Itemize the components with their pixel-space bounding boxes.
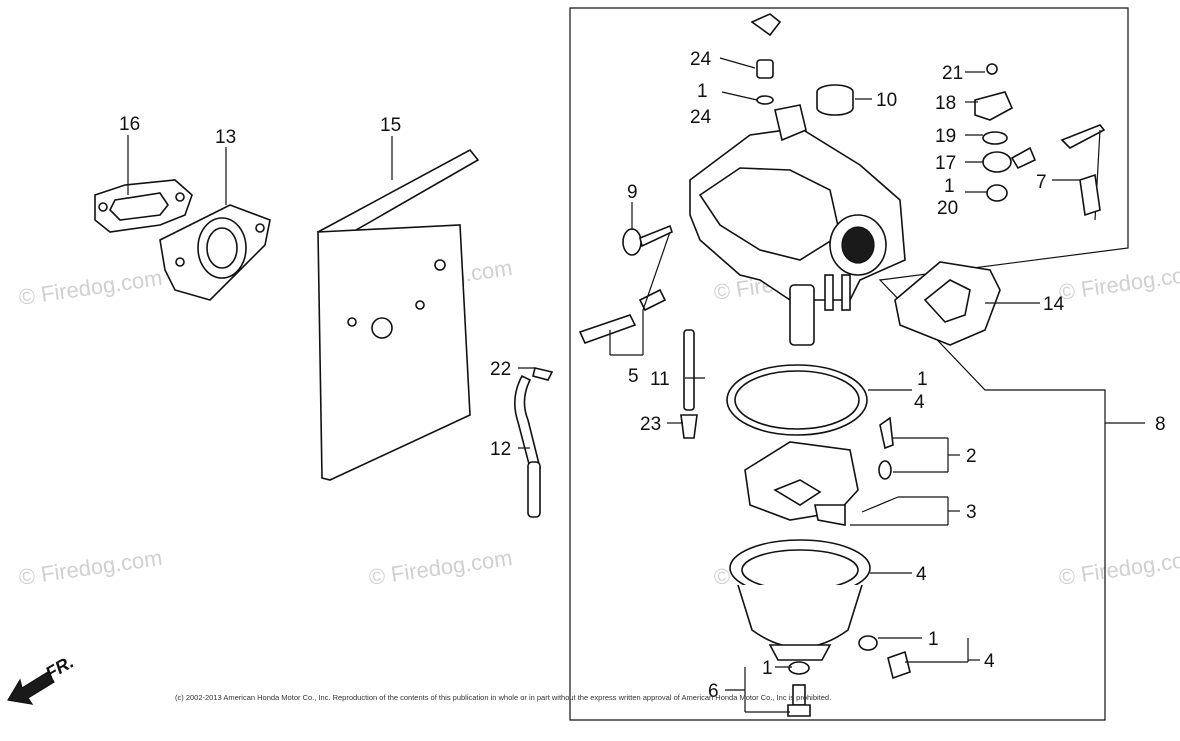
part-3-pin xyxy=(861,496,899,513)
watermark: © Firedog.com xyxy=(17,265,164,310)
watermarks: © Firedog.com © Firedog.com © Firedog.co… xyxy=(17,255,1180,590)
part-5-screw-spring xyxy=(578,288,667,345)
part-14-gasket xyxy=(894,261,1001,346)
callout-4-bowl: 4 xyxy=(916,564,927,585)
callout-14: 14 xyxy=(1043,294,1065,315)
callout-11: 11 xyxy=(650,369,670,390)
callout-1-oring: 1 xyxy=(917,369,928,390)
part-2-needle-valve xyxy=(878,416,894,480)
part-18-plate xyxy=(974,63,1037,202)
front-direction-indicator: FR. xyxy=(7,652,77,705)
callout-24-top: 24 xyxy=(690,49,712,70)
watermark: © Firedog.com xyxy=(367,545,514,590)
callout-1-right: 1 xyxy=(944,176,955,197)
callout-1-bolt: 1 xyxy=(928,629,939,650)
part-12-tube xyxy=(514,367,554,518)
callout-23: 23 xyxy=(640,414,661,435)
callout-1-top: 1 xyxy=(697,81,708,102)
part-10-cap xyxy=(816,84,854,116)
callout-13: 13 xyxy=(215,127,236,148)
assembly-boundary xyxy=(569,7,1129,721)
part-13-insulator xyxy=(159,204,271,301)
part-15-plate xyxy=(316,148,480,481)
callout-2: 2 xyxy=(966,446,977,467)
callout-18: 18 xyxy=(935,93,956,114)
callout-1-bottom: 1 xyxy=(762,658,773,679)
callout-22: 22 xyxy=(490,359,511,380)
callout-19: 19 xyxy=(935,126,956,147)
copyright-notice: (c) 2002-2013 American Honda Motor Co., … xyxy=(175,693,831,702)
part-4-oring xyxy=(726,364,868,436)
watermark: © Firedog.com xyxy=(1057,260,1180,305)
callout-15: 15 xyxy=(380,115,401,136)
callout-4-bolt: 4 xyxy=(984,651,995,672)
arrow-icon xyxy=(7,671,55,705)
callout-7: 7 xyxy=(1036,172,1047,193)
watermark: © Firedog.com xyxy=(17,545,164,590)
part-11-needle xyxy=(680,329,698,439)
callouts: 16 13 15 22 12 24 1 24 10 9 5 11 23 21 1… xyxy=(119,49,1166,702)
callout-16: 16 xyxy=(119,114,140,135)
callout-10: 10 xyxy=(876,90,897,111)
carburetor-body xyxy=(689,104,906,346)
bowl-bolt xyxy=(787,635,911,717)
part-7-lever xyxy=(1060,124,1106,221)
watermark: © Firedog.com xyxy=(1057,545,1180,590)
callout-6: 6 xyxy=(708,681,719,702)
callout-9: 9 xyxy=(627,182,638,203)
part-24-screw xyxy=(750,13,782,105)
part-9-screw xyxy=(622,224,673,256)
part-4-float-bowl xyxy=(729,539,871,661)
leader-lines xyxy=(127,57,1080,713)
float xyxy=(744,441,859,526)
callout-24-bottom: 24 xyxy=(690,107,712,128)
callout-21: 21 xyxy=(942,63,963,84)
callout-5: 5 xyxy=(628,366,639,387)
callout-12: 12 xyxy=(490,439,511,460)
callout-3: 3 xyxy=(966,502,977,523)
callout-4-oring: 4 xyxy=(914,392,925,413)
callout-20: 20 xyxy=(937,198,958,219)
callout-8: 8 xyxy=(1155,414,1166,435)
part-16-gasket xyxy=(94,179,193,233)
callout-17: 17 xyxy=(935,153,956,174)
